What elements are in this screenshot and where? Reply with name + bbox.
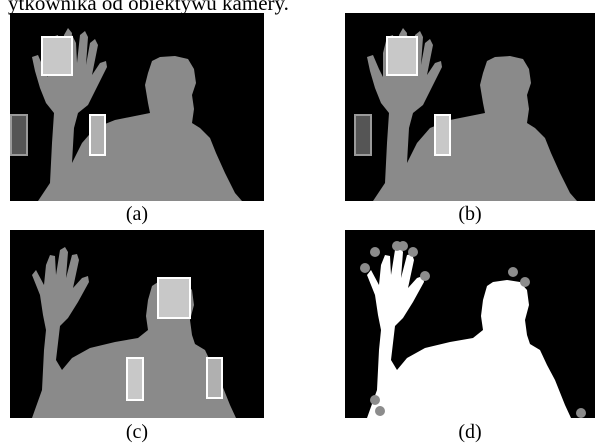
roi-box-head	[157, 277, 191, 319]
roi-box-shoulder	[434, 114, 451, 156]
roi-box-left-dark	[354, 114, 372, 156]
keypoint	[520, 277, 530, 287]
depth-image-a	[10, 28, 242, 201]
caption-b: (b)	[458, 203, 482, 225]
caption-d: (d)	[458, 421, 482, 443]
keypoint	[360, 263, 370, 273]
depth-panel-b	[345, 13, 595, 201]
keypoint	[370, 395, 380, 405]
depth-image-d	[360, 241, 586, 418]
keypoint	[408, 247, 418, 257]
roi-box-left-dark	[10, 114, 28, 156]
keypoint	[398, 241, 408, 251]
caption-c: (c)	[125, 421, 149, 443]
depth-panel-c	[10, 230, 264, 418]
caption-a: (a)	[125, 203, 149, 225]
depth-image-b	[354, 28, 577, 201]
roi-box-shoulder	[89, 114, 106, 156]
depth-panel-d	[345, 230, 595, 418]
keypoints	[360, 241, 586, 418]
keypoint	[420, 271, 430, 281]
roi-box-torso	[126, 357, 144, 401]
keypoint	[576, 408, 586, 418]
roi-box-hand	[41, 36, 73, 76]
depth-panel-a	[10, 13, 264, 201]
keypoint	[370, 247, 380, 257]
header-text-fragment: ytkownika od obiektywu kamery.	[8, 0, 289, 15]
roi-box-hand	[386, 36, 418, 76]
keypoint	[508, 267, 518, 277]
roi-box-right-shoulder	[206, 357, 223, 399]
depth-image-c	[32, 247, 236, 418]
keypoint	[375, 406, 385, 416]
